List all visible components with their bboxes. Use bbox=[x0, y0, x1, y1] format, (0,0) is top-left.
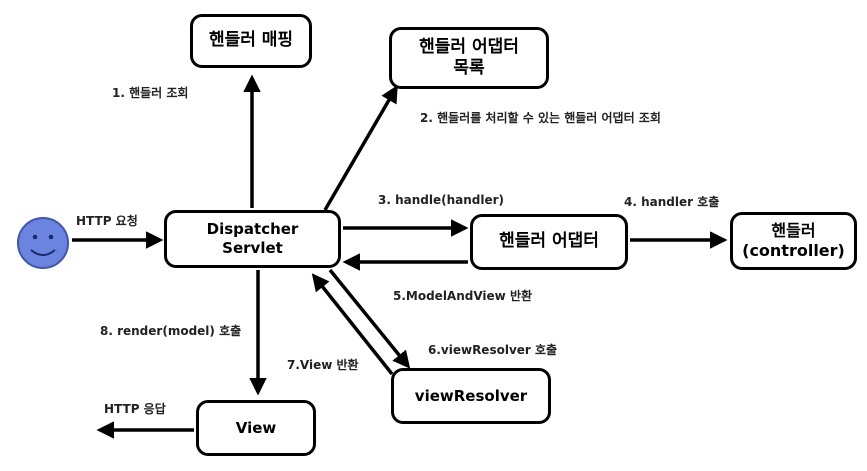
dispatcher-servlet-box: Dispatcher Servlet bbox=[164, 210, 341, 268]
arrow-step7 bbox=[311, 273, 394, 376]
label-step8: 8. render(model) 호출 bbox=[100, 324, 242, 338]
handler-adapter-box: 핸들러 어댑터 bbox=[470, 214, 628, 270]
label-step6: 6.viewResolver 호출 bbox=[428, 343, 558, 357]
handler-line1: 핸들러 bbox=[771, 221, 816, 240]
handler-mapping-box: 핸들러 매핑 bbox=[190, 14, 312, 68]
dispatcher-line2: Servlet bbox=[222, 239, 283, 257]
view-box: View bbox=[196, 400, 316, 456]
label-http-request: HTTP 요청 bbox=[76, 214, 138, 228]
handler-line2: (controller) bbox=[742, 241, 845, 260]
arrow-step6 bbox=[328, 268, 411, 369]
label-http-response: HTTP 응답 bbox=[104, 402, 166, 416]
handler-adapter-label: 핸들러 어댑터 bbox=[499, 231, 599, 252]
label-step7: 7.View 반환 bbox=[287, 358, 359, 372]
handler-controller-box: 핸들러 (controller) bbox=[730, 212, 857, 270]
handler-adapter-list-box: 핸들러 어댑터 목록 bbox=[389, 27, 549, 89]
adapter-list-line2: 목록 bbox=[453, 58, 485, 78]
view-resolver-label: viewResolver bbox=[414, 386, 528, 405]
client-smiley-icon bbox=[17, 217, 69, 269]
label-step5: 5.ModelAndView 반환 bbox=[393, 289, 533, 303]
label-step2: 2. 핸들러를 처리할 수 있는 핸들러 어댑터 조회 bbox=[420, 111, 661, 125]
dispatcher-line1: Dispatcher bbox=[206, 220, 299, 239]
handler-mapping-label: 핸들러 매핑 bbox=[208, 30, 294, 51]
label-step4: 4. handler 호출 bbox=[624, 195, 720, 209]
label-step1: 1. 핸들러 조회 bbox=[112, 86, 189, 100]
view-resolver-box: viewResolver bbox=[391, 368, 551, 424]
arrow-step2 bbox=[323, 84, 398, 211]
adapter-list-line1: 핸들러 어댑터 bbox=[419, 36, 519, 57]
view-label: View bbox=[235, 418, 277, 437]
label-step3: 3. handle(handler) bbox=[378, 193, 505, 207]
